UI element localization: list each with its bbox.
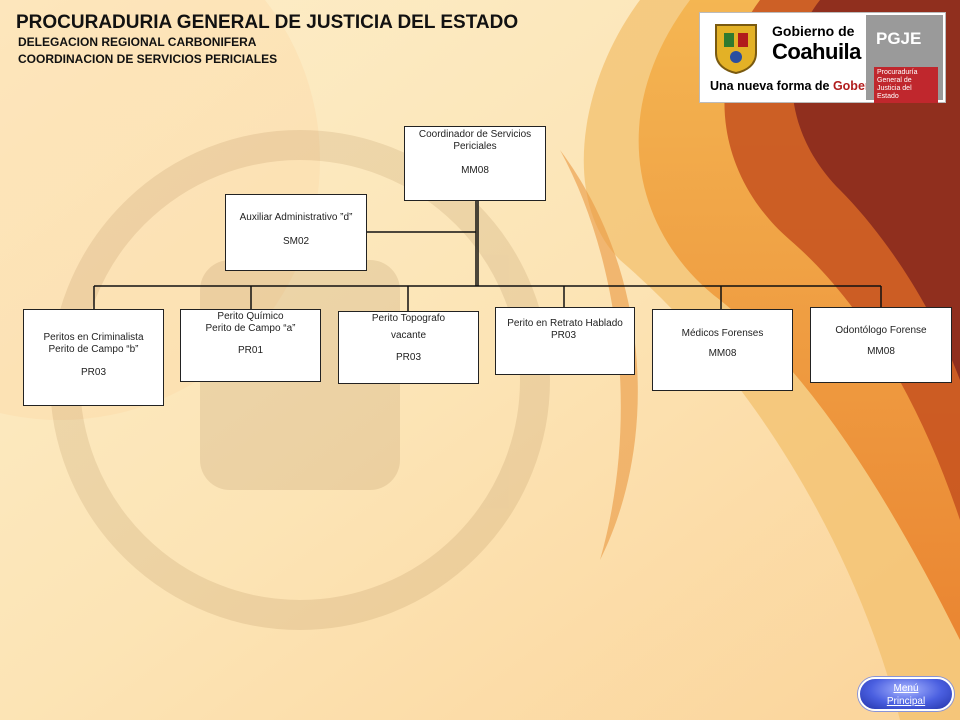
page-subtitle-coordination: COORDINACION DE SERVICIOS PERICIALES <box>18 52 278 66</box>
pgje-wordmark: PGJE <box>876 29 922 48</box>
assistant-code: SM02 <box>282 236 310 247</box>
unit-title: Médicos Forenses <box>681 328 764 339</box>
org-box-assistant: Auxiliar Administrativo ”d” SM02 <box>225 194 367 271</box>
logo-line-coahuila: Coahuila <box>772 39 861 64</box>
unit-subtitle: Perito de Campo “a” <box>205 323 296 334</box>
unit-code: MM08 <box>708 348 737 359</box>
unit-subtitle: Perito de Campo “b” <box>48 344 139 355</box>
unit-title: Odontólogo Forense <box>835 325 927 336</box>
logo-slogan-a: Una nueva forma de <box>710 79 833 93</box>
pgje-subtitle: Procuraduría General de Justicia del Est… <box>874 67 938 103</box>
org-box-topografo: Perito Topografo vacante PR03 <box>338 311 479 384</box>
unit-code: PR01 <box>237 345 263 356</box>
unit-title: Peritos en Criminalista <box>43 332 144 343</box>
org-box-retrato-hablado: Perito en Retrato Hablado PR03 <box>495 307 635 375</box>
org-box-medicos-forenses: Médicos Forenses MM08 <box>652 309 793 391</box>
unit-status: vacante <box>390 330 427 341</box>
state-crest-icon <box>715 24 757 75</box>
unit-title: Perito Topografo <box>371 313 446 324</box>
page-title: PROCURADURIA GENERAL DE JUSTICIA DEL EST… <box>16 12 519 33</box>
assistant-title: Auxiliar Administrativo ”d” <box>239 212 353 223</box>
unit-title: Perito en Retrato Hablado <box>507 318 623 329</box>
menu-button-line1: Menú <box>893 683 919 694</box>
pgje-logo: PGJE Procuraduría General de Justicia de… <box>866 15 943 103</box>
org-box-criminalista: Peritos en Criminalista Perito de Campo … <box>23 309 164 406</box>
unit-title: Perito Químico <box>217 311 284 322</box>
org-box-coordinator: Coordinador de Servicios Periciales MM08 <box>404 126 546 201</box>
coordinator-code: MM08 <box>461 165 489 176</box>
coahuila-pgje-logo: Gobierno de Coahuila Una nueva forma de … <box>699 12 946 103</box>
org-box-quimico: Perito Químico Perito de Campo “a” PR01 <box>180 309 321 382</box>
org-box-odontologo-forense: Odontólogo Forense MM08 <box>810 307 952 383</box>
main-menu-button[interactable]: Menú Principal <box>858 677 954 711</box>
unit-code: MM08 <box>867 346 895 357</box>
gobierno-coahuila-logo: Gobierno de Coahuila Una nueva forma de … <box>700 13 889 102</box>
page-subtitle-delegation: DELEGACION REGIONAL CARBONIFERA <box>18 35 257 49</box>
logo-line-gobierno: Gobierno de <box>772 23 855 39</box>
coordinator-title-line1: Coordinador de Servicios <box>418 129 532 140</box>
coordinator-title-line2: Periciales <box>453 141 497 152</box>
unit-code: PR03 <box>395 352 421 363</box>
unit-code: PR03 <box>551 330 577 341</box>
logo-slogan: Una nueva forma de Gobernar <box>710 79 889 93</box>
menu-button-line2: Principal <box>886 696 926 707</box>
unit-code: PR03 <box>80 367 106 378</box>
